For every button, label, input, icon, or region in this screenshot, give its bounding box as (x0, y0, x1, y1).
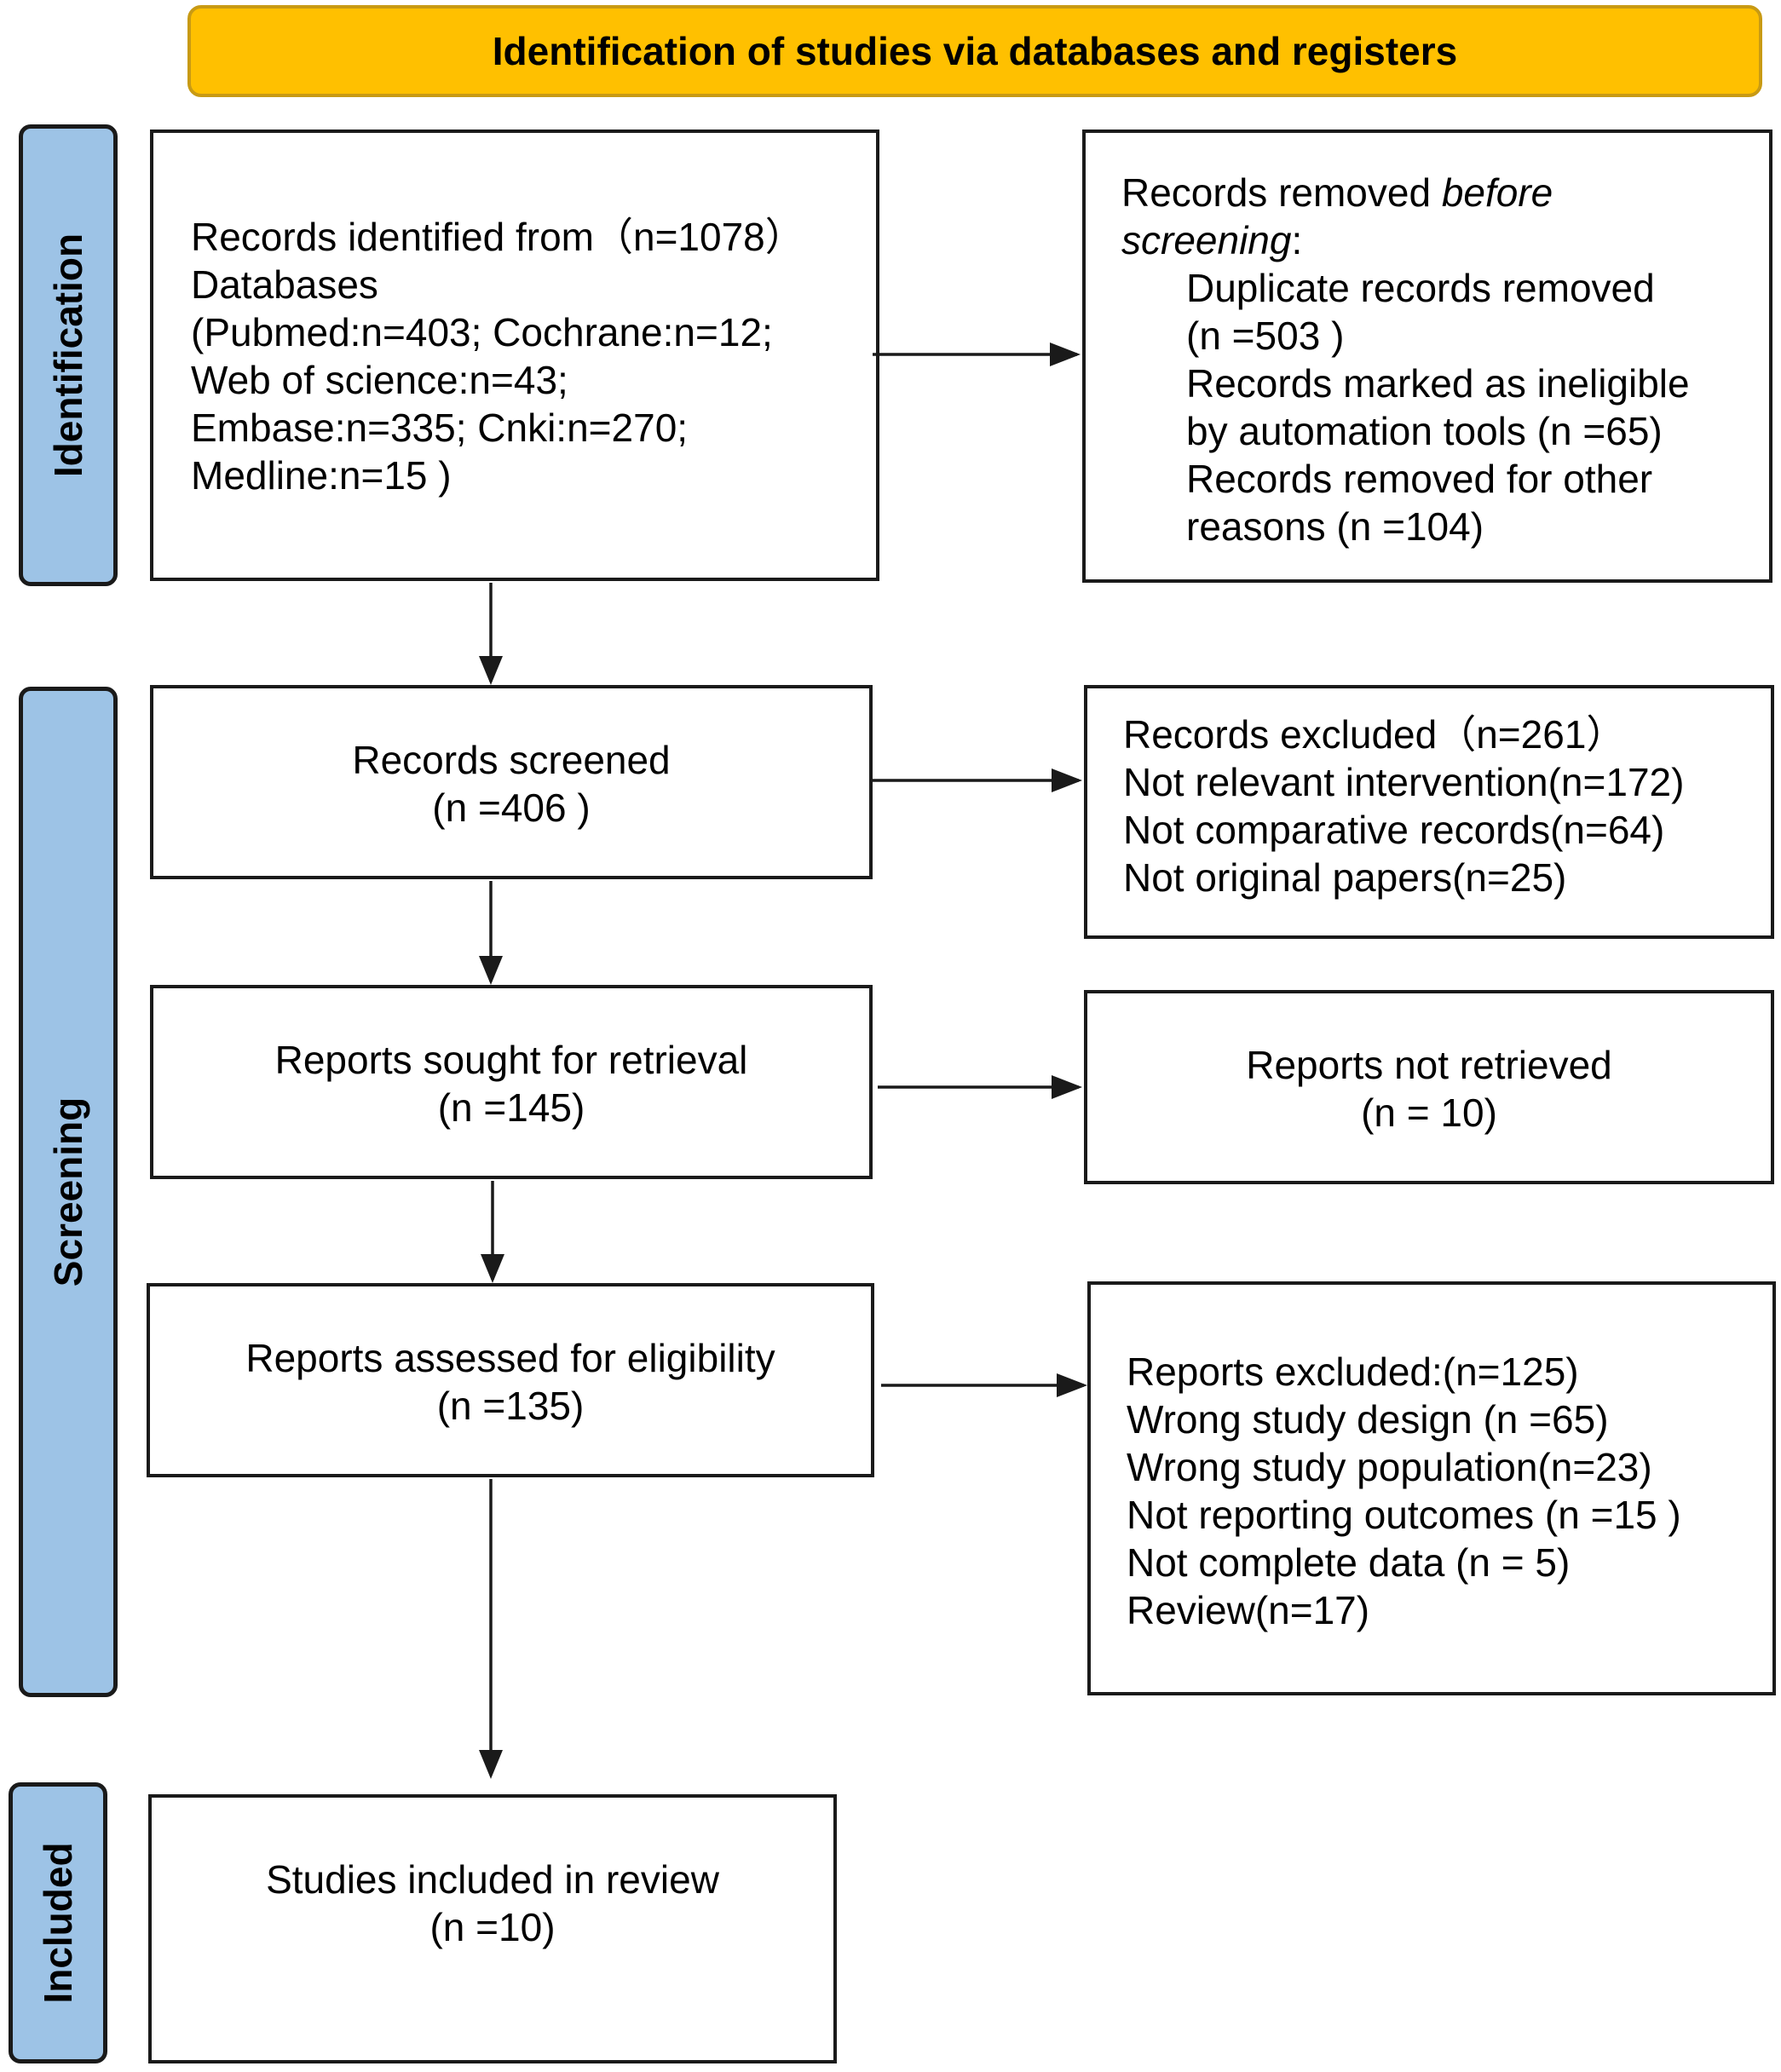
reports-not-retrieved-label: Reports not retrieved (1246, 1043, 1612, 1087)
records-screened-count: (n =406 ) (432, 786, 591, 830)
records-identified-databases: Databases (191, 262, 378, 307)
header-title: Identification of studies via databases … (492, 29, 1458, 73)
duplicates-removed-count: (n =503 ) (1186, 314, 1345, 358)
reports-assessed-label: Reports assessed for eligibility (245, 1336, 775, 1380)
reports-not-retrieved-box: Reports not retrieved (n = 10) (1084, 990, 1774, 1184)
reports-excluded-outcomes: Not reporting outcomes (n =15 ) (1127, 1493, 1681, 1537)
records-removed-title-cont: screening: (1121, 218, 1303, 262)
records-excluded-comparative: Not comparative records(n=64) (1123, 808, 1665, 852)
records-excluded-original: Not original papers(n=25) (1123, 855, 1567, 900)
reports-excluded-data: Not complete data (n = 5) (1127, 1540, 1571, 1585)
records-identified-sources-3: Embase:n=335; Cnki:n=270; (191, 406, 689, 450)
records-screened-label: Records screened (352, 738, 671, 782)
automation-removed: Records marked as ineligible (1186, 361, 1690, 406)
reports-not-retrieved-count: (n = 10) (1361, 1091, 1497, 1135)
records-removed-box: Records removed before screening: Duplic… (1082, 130, 1772, 583)
records-excluded-box: Records excluded（n=261） Not relevant int… (1084, 685, 1774, 939)
reports-excluded-title: Reports excluded:(n=125) (1127, 1350, 1579, 1394)
reports-excluded-population: Wrong study population(n=23) (1127, 1445, 1652, 1489)
arrowhead-assessed-to-included (479, 1750, 503, 1779)
studies-included-label: Studies included in review (266, 1857, 719, 1902)
records-removed-title: Records removed before (1121, 170, 1553, 215)
records-screened-box: Records screened (n =406 ) (150, 685, 873, 879)
other-removed: Records removed for other (1186, 457, 1653, 501)
other-removed-count: reasons (n =104) (1186, 504, 1484, 549)
header-banner: Identification of studies via databases … (187, 5, 1762, 97)
records-identified-sources-2: Web of science:n=43; (191, 358, 568, 402)
arrowhead-identified-to-removed (1050, 342, 1081, 366)
arrowhead-sought-to-assessed (481, 1254, 504, 1283)
duplicates-removed: Duplicate records removed (1186, 266, 1655, 310)
reports-assessed-count: (n =135) (436, 1384, 585, 1428)
arrowhead-screened-to-sought (479, 956, 503, 985)
reports-sought-box: Reports sought for retrieval (n =145) (150, 985, 873, 1179)
records-identified-title: Records identified from（n=1078） (191, 215, 804, 259)
records-excluded-title: Records excluded（n=261） (1123, 712, 1626, 757)
arrowhead-assessed-to-excluded (1057, 1373, 1087, 1397)
records-identified-sources-4: Medline:n=15 ) (191, 453, 452, 498)
records-excluded-intervention: Not relevant intervention(n=172) (1123, 760, 1685, 804)
arrowhead-identified-to-screened (479, 656, 503, 685)
phase-identification: Identification (19, 124, 118, 586)
arrowhead-sought-to-not-retrieved (1052, 1075, 1082, 1099)
arrowhead-screened-to-excluded (1052, 768, 1082, 792)
reports-assessed-box: Reports assessed for eligibility (n =135… (147, 1283, 874, 1477)
studies-included-count: (n =10) (429, 1905, 556, 1949)
reports-excluded-design: Wrong study design (n =65) (1127, 1397, 1609, 1442)
records-identified-sources-1: (Pubmed:n=403; Cochrane:n=12; (191, 310, 773, 354)
records-identified-box: Records identified from（n=1078） Database… (150, 130, 879, 581)
reports-sought-count: (n =145) (437, 1085, 585, 1130)
studies-included-box: Studies included in review (n =10) (148, 1794, 837, 2063)
automation-removed-count: by automation tools (n =65) (1186, 409, 1663, 453)
reports-excluded-box: Reports excluded:(n=125) Wrong study des… (1087, 1281, 1776, 1695)
reports-sought-label: Reports sought for retrieval (274, 1038, 748, 1082)
phase-included: Included (9, 1782, 107, 2063)
reports-excluded-review: Review(n=17) (1127, 1588, 1370, 1632)
phase-screening: Screening (19, 687, 118, 1697)
